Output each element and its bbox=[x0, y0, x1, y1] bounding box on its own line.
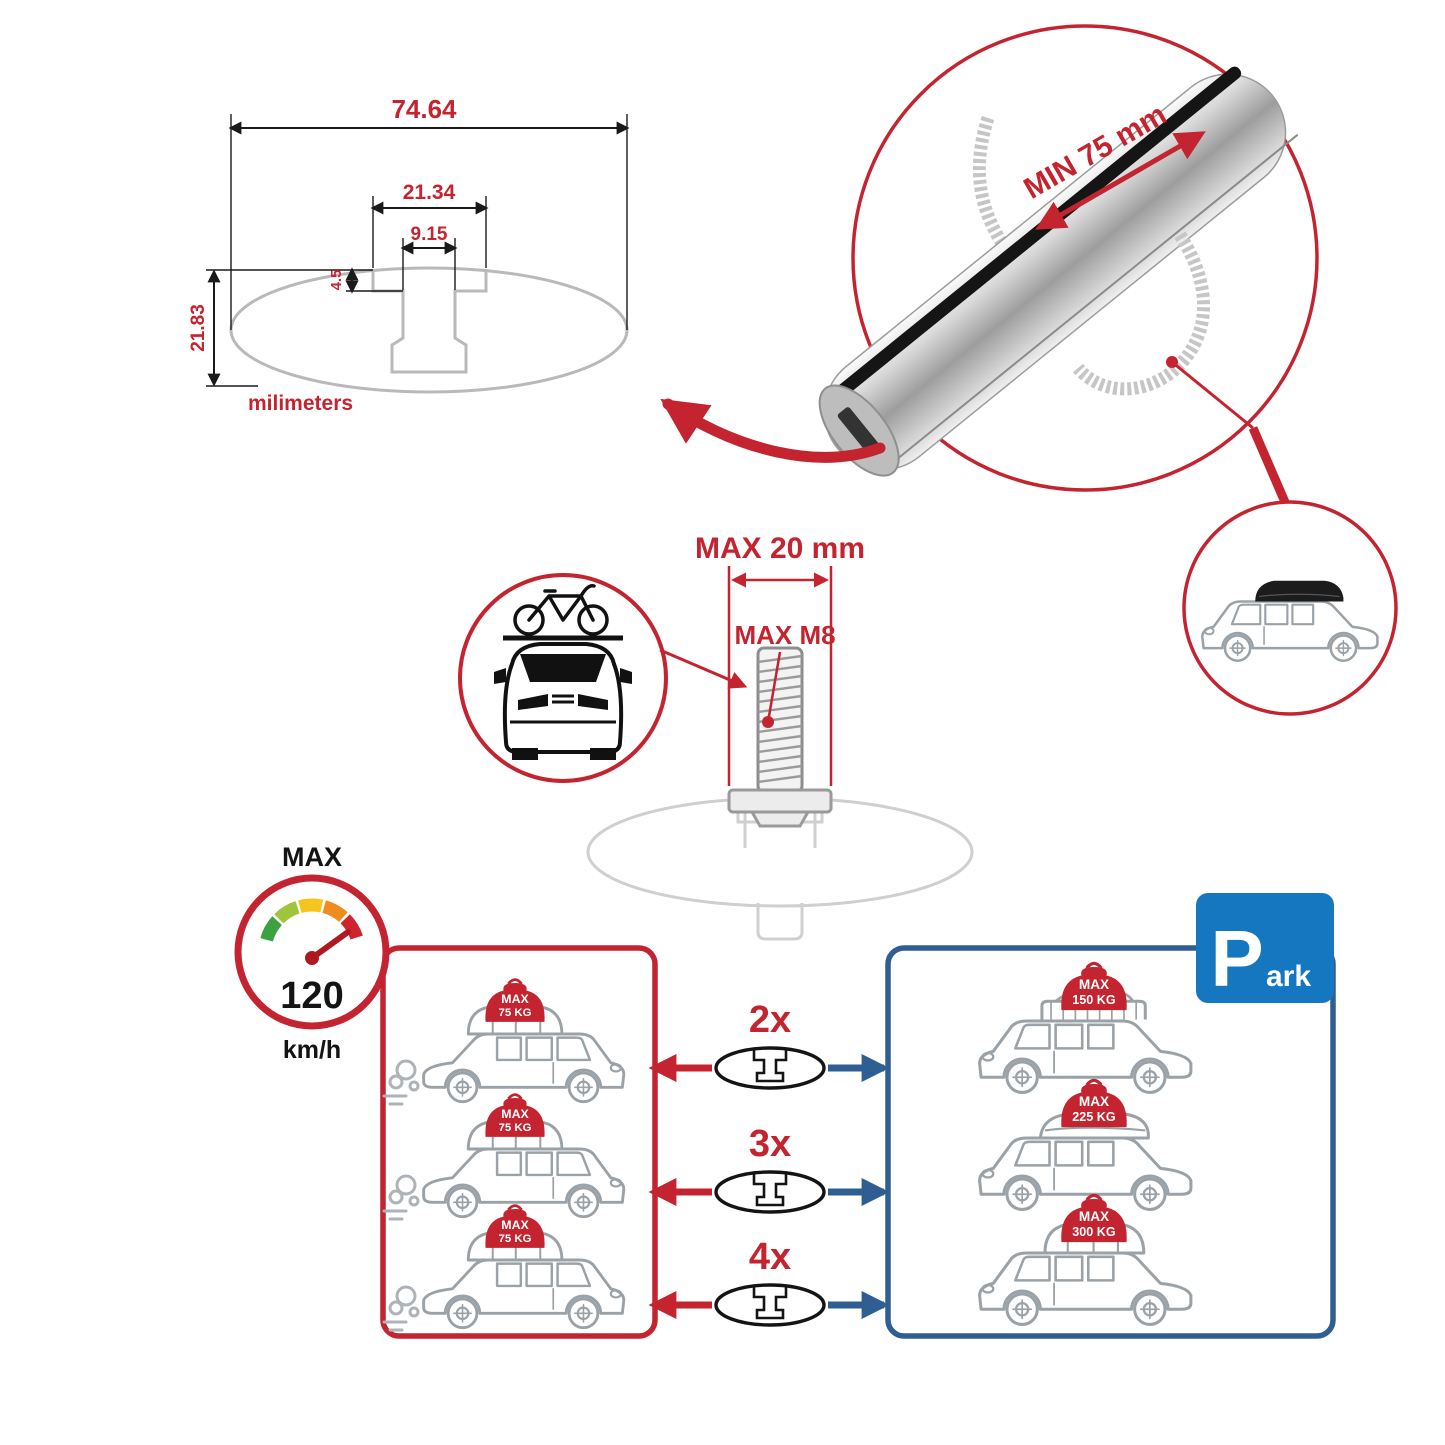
multiplier-label-1: 2x bbox=[749, 999, 791, 1041]
profile-t-slot bbox=[371, 269, 488, 374]
multiplier-column: 2x 3x 4x bbox=[648, 999, 890, 1327]
speed-value: 120 bbox=[280, 975, 343, 1017]
bolt-t-head bbox=[727, 788, 833, 814]
badge-weight-label: 300 KG bbox=[1072, 1225, 1116, 1239]
speed-unit: km/h bbox=[283, 1036, 341, 1064]
park-sign-plate bbox=[1196, 893, 1334, 1003]
gauge-hub bbox=[305, 951, 319, 965]
dim-label-slot-outer: 21.34 bbox=[403, 181, 456, 204]
load-badge-driving-2: MAX 75 KG bbox=[483, 1093, 547, 1139]
clamp-min-arrow bbox=[1035, 131, 1206, 230]
speed-max-label: MAX bbox=[282, 842, 342, 872]
roof-box bbox=[1254, 580, 1345, 603]
bolt-width-label: MAX 20 mm bbox=[695, 532, 865, 565]
bolt-thread-label: MAX M8 bbox=[734, 620, 835, 650]
load-badge-parked-2: MAX 225 KG bbox=[1059, 1078, 1129, 1129]
ghost-stem bbox=[756, 903, 804, 941]
thread-callout-line bbox=[766, 651, 782, 723]
units-label: milimeters bbox=[248, 392, 353, 415]
dim-ext-inner bbox=[402, 238, 456, 290]
parking-box: MAX 150 KG MAX 225 KG MAX 300 KG P ark bbox=[885, 893, 1336, 1339]
multiplier-label-2: 3x bbox=[749, 1123, 791, 1165]
dim-label-height: 21.83 bbox=[188, 304, 209, 352]
dim-label-slot-inner: 9.15 bbox=[411, 224, 448, 245]
park-sign-letter: P bbox=[1210, 914, 1263, 1003]
badge-weight-label: 75 KG bbox=[499, 1007, 532, 1019]
dim-ext-total bbox=[230, 114, 628, 330]
clamp-strap-rear bbox=[972, 116, 1014, 256]
park-sign-rest: ark bbox=[1266, 960, 1311, 993]
crossbar-icon-1 bbox=[714, 1046, 826, 1090]
bike-circle-callout bbox=[659, 648, 748, 689]
badge-max-label: MAX bbox=[1079, 1209, 1109, 1224]
clamp-strap-front bbox=[1073, 231, 1211, 396]
badge-max-label: MAX bbox=[501, 1218, 529, 1232]
load-badge-driving-1: MAX 75 KG bbox=[483, 978, 547, 1024]
badge-max-label: MAX bbox=[1079, 977, 1109, 992]
badge-max-label: MAX bbox=[1079, 1094, 1109, 1109]
thread-callout-dot bbox=[762, 716, 774, 728]
badge-max-label: MAX bbox=[501, 1107, 529, 1121]
speedometer: MAX 120 km/h bbox=[234, 842, 390, 1064]
cross-section-diagram: 74.64 21.34 9.15 4.5 21.83 milimeters bbox=[188, 94, 630, 415]
park-sign: P ark bbox=[1196, 893, 1334, 1003]
multiplier-label-3: 4x bbox=[749, 1236, 791, 1278]
load-badge-parked-1: MAX 150 KG bbox=[1059, 961, 1129, 1012]
load-badge-driving-3: MAX 75 KG bbox=[483, 1204, 547, 1250]
crossbar-icon-2 bbox=[714, 1170, 826, 1214]
dim-label-total-width: 74.64 bbox=[391, 94, 457, 124]
suv-roofbox-circle bbox=[1182, 500, 1398, 716]
dim-label-lip: 4.5 bbox=[328, 270, 345, 291]
badge-weight-label: 225 KG bbox=[1072, 1110, 1116, 1124]
badge-weight-label: 150 KG bbox=[1072, 993, 1116, 1007]
bike-icon bbox=[513, 583, 609, 636]
badge-weight-label: 75 KG bbox=[499, 1122, 532, 1134]
bike-car-circle bbox=[458, 573, 748, 783]
strap-callout-line bbox=[1171, 360, 1254, 430]
gauge-needle bbox=[309, 929, 351, 961]
bar-detail-circle: MIN 75 mm bbox=[818, 24, 1319, 518]
pointer-arrow bbox=[660, 398, 886, 463]
crossbar-icon-3 bbox=[714, 1283, 826, 1327]
driving-box: MAX 75 KG MAX 75 KG MAX 75 KG bbox=[380, 945, 658, 1339]
gauge-arc bbox=[260, 898, 363, 942]
badge-max-label: MAX bbox=[501, 992, 529, 1006]
badge-weight-label: 75 KG bbox=[499, 1233, 532, 1245]
load-badge-parked-3: MAX 300 KG bbox=[1059, 1193, 1129, 1244]
bolt-head-taper bbox=[749, 810, 811, 828]
ghost-slot-lines bbox=[736, 806, 824, 848]
car-front-icon bbox=[494, 642, 632, 760]
